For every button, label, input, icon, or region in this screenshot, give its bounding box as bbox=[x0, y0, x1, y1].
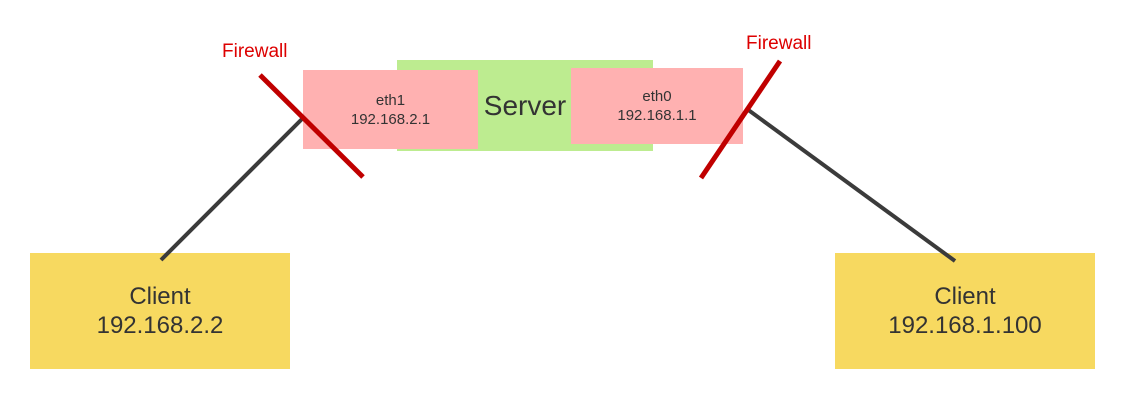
client-left-box: Client 192.168.2.2 bbox=[30, 253, 290, 369]
interface-eth0-ip: 192.168.1.1 bbox=[617, 107, 697, 124]
firewall-label-right: Firewall bbox=[746, 33, 812, 54]
interface-eth1-ip: 192.168.2.1 bbox=[350, 110, 431, 128]
interface-eth0-name: eth0 bbox=[642, 88, 672, 105]
client-right-ip: 192.168.1.100 bbox=[888, 312, 1042, 339]
connection-line-left bbox=[159, 117, 304, 262]
server-label: Server bbox=[483, 89, 567, 121]
client-left-label: Client bbox=[129, 283, 191, 310]
client-left-ip: 192.168.2.2 bbox=[96, 312, 224, 339]
firewall-label-left: Firewall bbox=[222, 41, 288, 62]
interface-eth1-box: eth1 192.168.2.1 bbox=[303, 70, 478, 149]
interface-eth1-name: eth1 bbox=[375, 91, 406, 109]
interface-eth0-box: eth0 192.168.1.1 bbox=[571, 68, 743, 144]
connection-line-right bbox=[745, 107, 957, 263]
client-right-label: Client bbox=[934, 283, 996, 310]
client-right-box: Client 192.168.1.100 bbox=[835, 253, 1095, 369]
